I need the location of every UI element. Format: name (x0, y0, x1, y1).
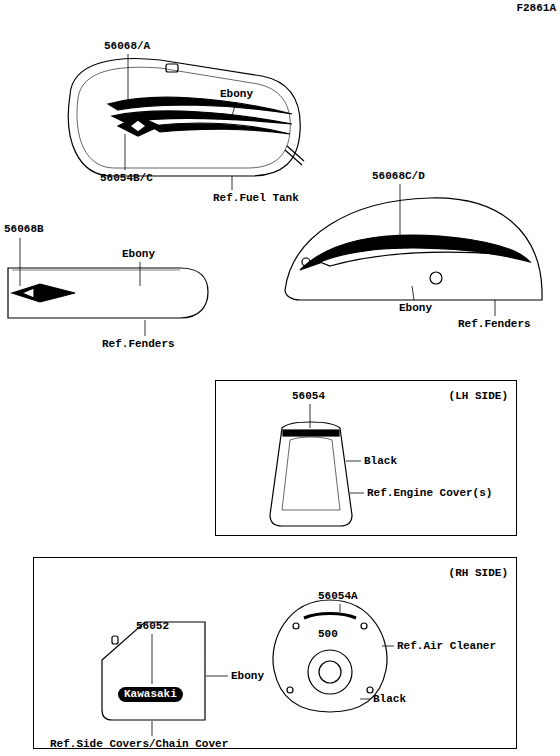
fuel-tank (68, 54, 304, 190)
part-label: Ebony (220, 88, 253, 101)
part-label: Ref.Fenders (458, 318, 531, 331)
engine-cover (270, 404, 364, 526)
part-label: Kawasaki (118, 687, 183, 702)
callout-number: 56054 (292, 390, 325, 403)
rear-fender (285, 184, 542, 316)
side-cover (102, 622, 228, 736)
part-label: F2861A (516, 2, 556, 15)
callout-number: 56068/A (104, 40, 150, 53)
part-label: Black (364, 455, 397, 468)
part-label: Ref.Air Cleaner (397, 640, 496, 653)
front-fender (8, 238, 208, 336)
part-label: Ref.Side Covers/Chain Cover (50, 738, 228, 751)
view-frame: (RH SIDE) (33, 557, 517, 749)
part-label: Ref.Fuel Tank (213, 192, 299, 205)
part-label: Ref.Engine Cover(s) (367, 487, 492, 500)
callout-number: 56054A (318, 590, 358, 603)
part-label: Ebony (399, 302, 432, 315)
callout-number: 56068C/D (372, 170, 425, 183)
callout-number: 56054B/C (100, 172, 153, 185)
part-label: 500 (318, 628, 338, 641)
view-side-label: (LH SIDE) (449, 390, 508, 403)
part-label: Black (373, 693, 406, 706)
callout-number: 56052 (136, 620, 169, 633)
part-label: Ebony (231, 670, 264, 683)
part-label: Ebony (122, 248, 155, 261)
part-label: Ref.Fenders (102, 338, 175, 351)
callout-number: 56068B (4, 223, 44, 236)
view-side-label: (RH SIDE) (449, 567, 508, 580)
